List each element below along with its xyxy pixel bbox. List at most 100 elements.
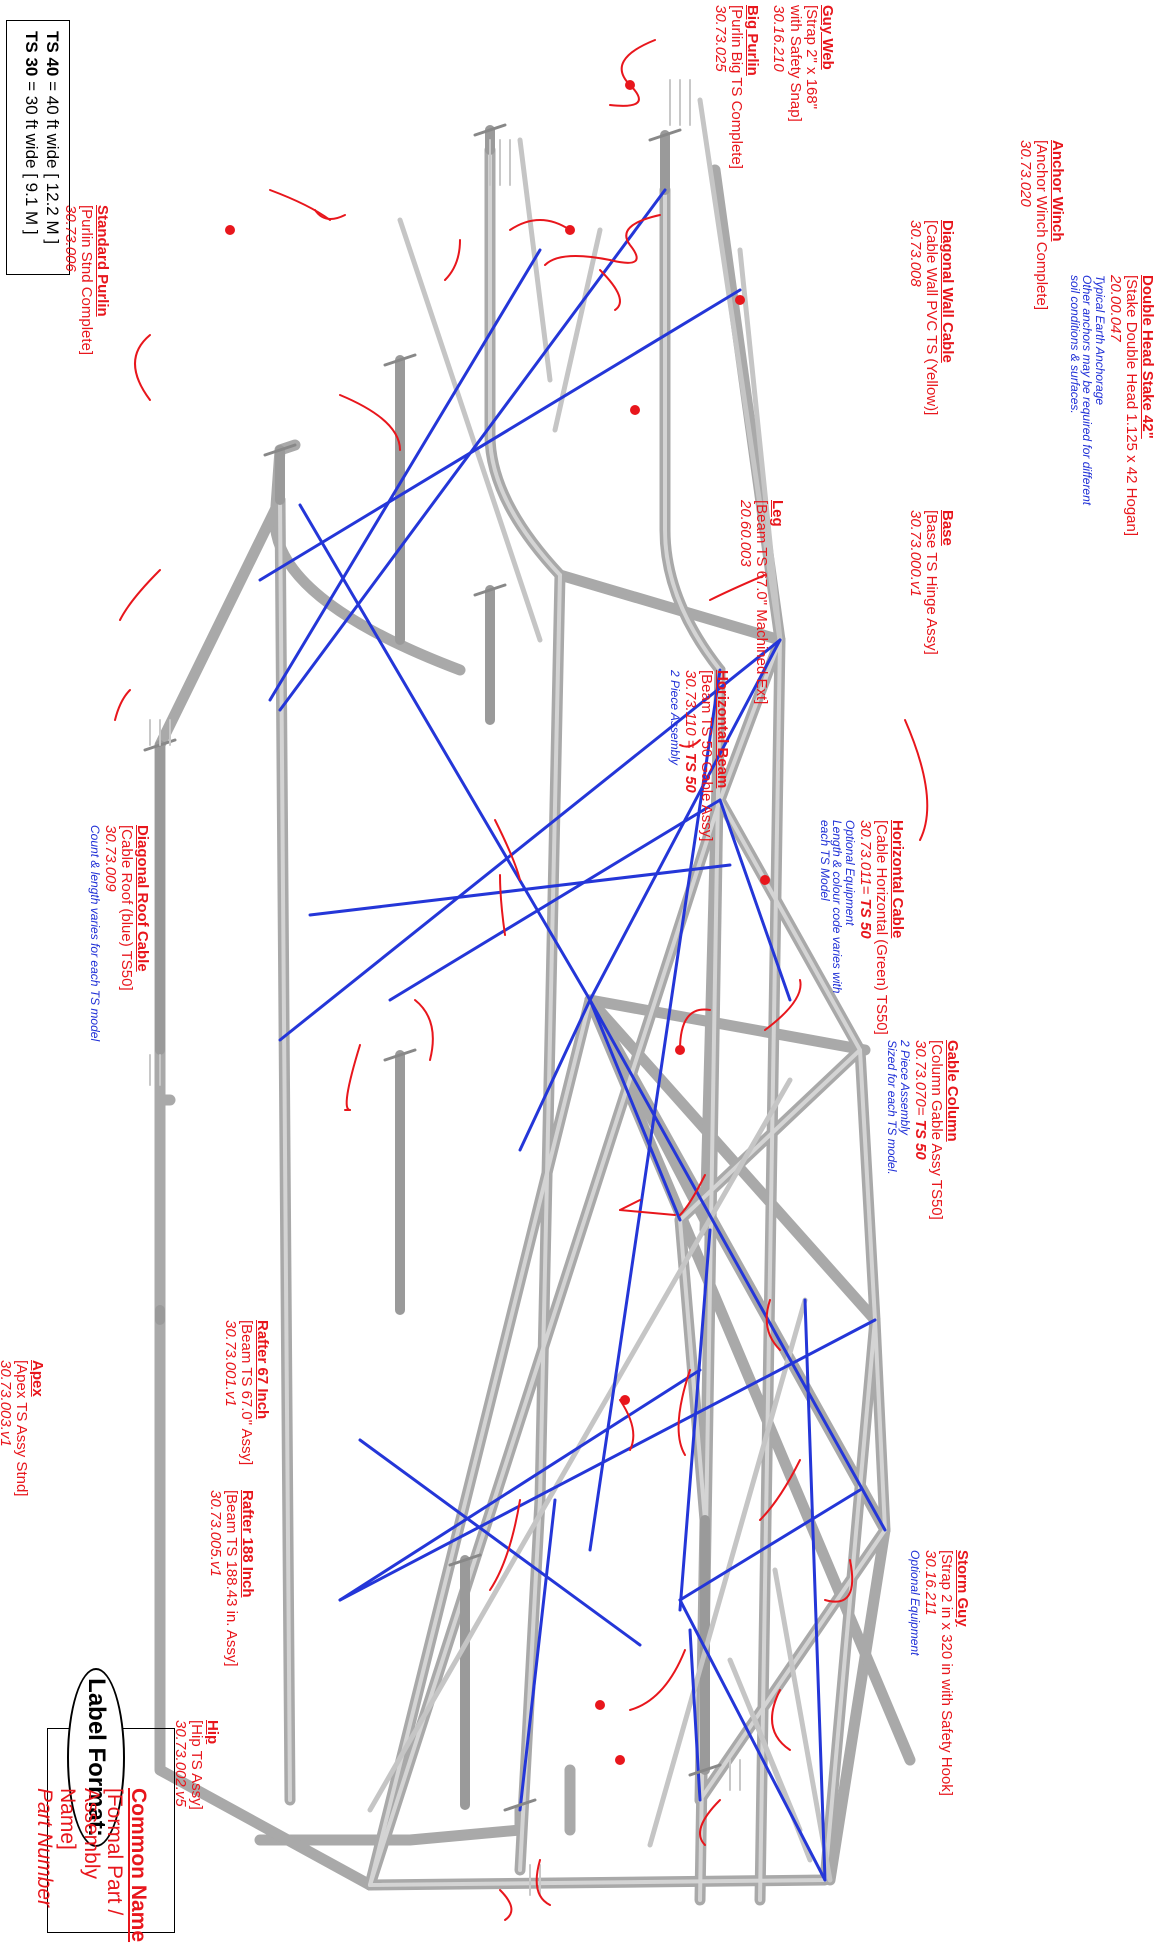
label-horizontal-cable: Horizontal Cable [Cable Horizontal (Gree…	[817, 820, 906, 1035]
legend-common-name: Common Name	[127, 1788, 150, 1943]
gable-column-pn-model: TS 50	[911, 1119, 929, 1160]
anchor-winch-part-number: 30.73.020	[1016, 140, 1034, 207]
horizontal-cable-formal: [Cable Horizontal (Green) TS50]	[872, 820, 890, 1035]
model-size-box: TS 40 = 40 ft wide [ 12.2 M ] TS 30 = 30…	[6, 20, 70, 275]
hip-name: Hip	[204, 1720, 221, 1745]
double-head-stake-note-3: soil conditions & surfaces.	[1067, 275, 1082, 414]
label-big-purlin: Big Purlin [Purlin Big TS Complete] 30.7…	[711, 5, 761, 169]
model-ts40-name: TS 40	[43, 31, 62, 77]
gable-column-formal: [Column Gable Assy TS50]	[927, 1040, 945, 1220]
storm-guy-name: Storm Guy	[954, 1550, 971, 1627]
storm-guy-formal: [Strap 2 in x 320 in with Safety Hook]	[937, 1550, 955, 1796]
storm-guy-note: Optional Equipment	[908, 1550, 923, 1656]
standard-purlin-part-number: 30.73.006	[61, 205, 79, 272]
horizontal-beam-name: Horizontal Beam	[714, 670, 731, 789]
rafter-67-formal: [Beam TS 67.0" Assy]	[237, 1320, 255, 1466]
gable-column-note-2: Sized for each TS model.	[885, 1040, 900, 1175]
apex-formal: [Apex TS Assy Stnd]	[12, 1360, 30, 1497]
guy-web-formal: [Strap 2" x 168"	[802, 5, 820, 110]
guy-straps	[367, 97, 833, 1883]
horizontal-cable-part-number: 30.73.011= TS 50	[856, 820, 874, 1035]
label-diagonal-roof-cable: Diagonal Roof Cable [Cable Roof (blue) T…	[88, 825, 151, 1042]
label-gable-column: Gable Column [Column Gable Assy TS50] 30…	[885, 1040, 961, 1220]
legend-part-number: Part Number	[32, 1788, 56, 1908]
model-ts40-size: = 40 ft wide [ 12.2 M ]	[43, 76, 62, 245]
diagonal-wall-cable-formal: [Cable Wall PVC TS (Yellow)]	[922, 220, 940, 416]
label-guy-web: Guy Web [Strap 2" x 168" with Safety Sna…	[770, 5, 836, 122]
horizontal-cable-name: Horizontal Cable	[889, 820, 906, 939]
diagonal-roof-cable-name: Diagonal Roof Cable	[134, 825, 151, 972]
standard-purlin-formal: [Purlin Stnd Complete]	[77, 205, 95, 356]
stake-lines	[149, 79, 741, 1896]
horizontal-cable-note-3: each TS Model	[817, 820, 832, 901]
label-anchor-winch: Anchor Winch [Anchor Winch Complete] 30.…	[1016, 140, 1066, 311]
diagonal-wall-cable-name: Diagonal Wall Cable	[939, 220, 956, 363]
big-purlin-formal: [Purlin Big TS Complete]	[727, 5, 745, 169]
guy-web-formal-2: with Safety Snap]	[786, 5, 804, 122]
label-rafter-188: Rafter 188 Inch [Beam TS 188.43 in. Assy…	[206, 1490, 256, 1667]
base-part-number: 30.73.000.v1	[906, 510, 924, 597]
double-head-stake-part-number: 20.00.047	[1106, 275, 1124, 342]
horizontal-cable-pn-text: 30.73.011=	[856, 820, 874, 899]
label-base: Base [Base TS Hinge Assy] 30.73.000.v1	[906, 510, 956, 655]
double-head-stake-note-1: Typical Earth Anchorage	[1093, 275, 1108, 406]
storm-guy-part-number: 30.16.211	[921, 1550, 939, 1616]
guy-web-part-number: 30.16.210	[770, 5, 788, 72]
label-horizontal-beam: Horizontal Beam [Beam TS 50 Gable Assy] …	[668, 670, 731, 842]
apex-part-number: 30.73.003.v1	[0, 1360, 14, 1447]
horizontal-cable-pn-model: TS 50	[856, 898, 874, 939]
label-double-head-stake: Double Head Stake 42" [Stake Double Head…	[1067, 275, 1156, 537]
double-head-stake-note-2: Other anchors may be required for differ…	[1080, 275, 1095, 506]
double-head-stake-name: Double Head Stake 42"	[1139, 275, 1156, 439]
anchor-winch-formal: [Anchor Winch Complete]	[1032, 140, 1050, 311]
model-ts30-size: = 30 ft wide [ 9.1 M ]	[21, 76, 41, 235]
leg-formal: [Beam TS 67.0" Machined Ext]	[752, 500, 770, 705]
double-head-stake-formal: [Stake Double Head 1.125 x 42 Hogan]	[1122, 275, 1140, 537]
label-leg: Leg [Beam TS 67.0" Machined Ext] 20.60.0…	[736, 500, 786, 705]
guy-web-name: Guy Web	[819, 5, 836, 70]
rafter-67-part-number: 30.73.001.v1	[221, 1320, 239, 1407]
rafter-67-name: Rafter 67 Inch	[254, 1320, 271, 1420]
horizontal-beam-pn-model: TS 50	[681, 752, 699, 793]
standard-purlin-name: Standard Purlin	[94, 205, 111, 317]
label-apex: Apex [Apex TS Assy Stnd] 30.73.003.v1	[0, 1360, 46, 1497]
diagonal-wall-cable-part-number: 30.73.008	[906, 220, 924, 287]
leg-name: Leg	[769, 500, 786, 527]
gable-column-part-number: 30.73.070= TS 50	[911, 1040, 929, 1220]
horizontal-beam-note: 2 Piece Assembly	[668, 670, 683, 765]
gable-column-pn-text: 30.73.070=	[911, 1040, 929, 1120]
rafter-188-name: Rafter 188 Inch	[239, 1490, 256, 1598]
legend-formal-name: [Formal Part / Assembly Name]	[56, 1788, 127, 1916]
hip-formal: [Hip TS Assy]	[187, 1720, 205, 1810]
leg-part-number: 20.60.003	[736, 500, 754, 567]
gable-column-name: Gable Column	[944, 1040, 961, 1142]
label-standard-purlin: Standard Purlin [Purlin Stnd Complete] 3…	[61, 205, 111, 356]
base-formal: [Base TS Hinge Assy]	[922, 510, 940, 655]
rafter-188-formal: [Beam TS 188.43 in. Assy]	[222, 1490, 240, 1667]
base-name: Base	[939, 510, 956, 546]
horizontal-beam-pn-text: 30.73.110 =	[681, 670, 699, 753]
label-hip: Hip [Hip TS Assy] 30.73.002.v5	[171, 1720, 221, 1810]
horizontal-cable-note-1: Optional Equipment	[843, 820, 858, 926]
model-ts30-name: TS 30	[21, 31, 41, 77]
diagonal-roof-cable-note: Count & length varies for each TS model	[88, 825, 103, 1042]
apex-name: Apex	[29, 1360, 46, 1397]
label-storm-guy: Storm Guy [Strap 2 in x 320 in with Safe…	[908, 1550, 971, 1796]
leader-dots	[225, 80, 770, 1765]
big-purlin-name: Big Purlin	[744, 5, 761, 76]
big-purlin-part-number: 30.73.025	[711, 5, 729, 72]
gable-column-note-1: 2 Piece Assembly	[898, 1040, 913, 1135]
diagonal-roof-cable-formal: [Cable Roof (blue) TS50]	[117, 825, 135, 991]
label-diagonal-wall-cable: Diagonal Wall Cable [Cable Wall PVC TS (…	[906, 220, 956, 416]
horizontal-beam-formal: [Beam TS 50 Gable Assy]	[697, 670, 715, 842]
horizontal-cable-note-2: Length & colour code varies with	[830, 820, 845, 994]
label-format-legend-text: Common Name [Formal Part / Assembly Name…	[32, 1788, 150, 1944]
label-rafter-67: Rafter 67 Inch [Beam TS 67.0" Assy] 30.7…	[221, 1320, 271, 1466]
frame-highlights	[278, 148, 887, 1902]
horizontal-beam-part-number: 30.73.110 = TS 50	[681, 670, 699, 841]
anchor-winch-name: Anchor Winch	[1049, 140, 1066, 242]
roof-wall-cables	[258, 188, 887, 1882]
